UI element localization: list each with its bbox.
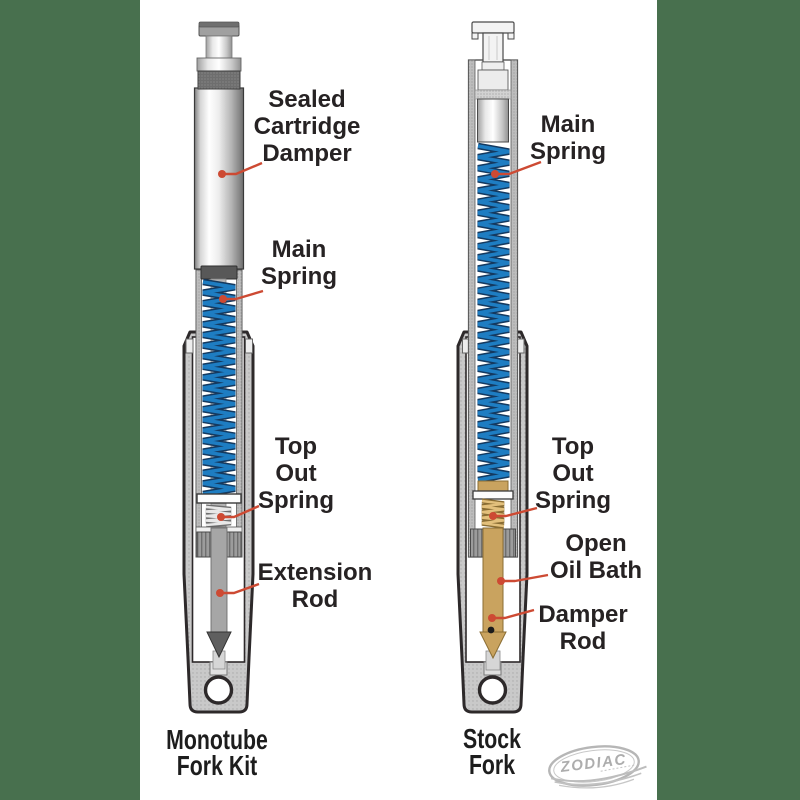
label-damper-rod: Damper Rod: [538, 601, 628, 655]
right-inner-cap-step: [481, 61, 505, 71]
left-spring-plate: [196, 493, 242, 504]
leader-dot: [218, 170, 226, 178]
caption-stock-fork: Stock Fork: [463, 723, 521, 780]
left-tube-wall: [195, 269, 202, 558]
right-tan-washer: [477, 480, 509, 492]
left-axle-hole: [203, 675, 234, 705]
right-spring-spacer: [477, 98, 509, 143]
leader-extension-rod: [220, 582, 260, 595]
leader-damper-rod: [492, 608, 535, 620]
leader-lines: [216, 160, 549, 622]
logo-swoosh: [558, 778, 635, 789]
left-cap-knurl-band: [197, 70, 241, 90]
right-axle-hole: [477, 675, 508, 705]
right-cap-stem: [482, 32, 504, 63]
left-seal-block: [196, 531, 212, 558]
leader-right-main-spring: [495, 160, 542, 176]
leader-dot: [489, 512, 497, 520]
right-tube-wall: [510, 59, 518, 558]
label-right-main-spring: Main Spring: [530, 111, 606, 165]
logo-inner-ellipse: [553, 749, 635, 783]
left-rod-cone-tip: [206, 631, 232, 659]
right-rod-guide-block: [470, 528, 484, 558]
right-inner-cap: [477, 69, 509, 91]
left-main-spring: [202, 278, 236, 498]
leader-open-oil-bath: [501, 573, 549, 583]
left-damper-bottom-cap: [200, 265, 238, 280]
right-main-spring: [477, 142, 510, 484]
right-spring-plate: [472, 490, 514, 500]
label-extension-rod: Extension Rod: [257, 559, 373, 613]
left-leg-clip: [185, 338, 194, 354]
left-fork: [182, 21, 255, 714]
label-left-main-spring: Main Spring: [261, 236, 337, 290]
logo-outer-ellipse: [548, 745, 640, 787]
right-fork: [456, 21, 529, 714]
leader-dot: [491, 170, 499, 178]
left-cap-collar: [196, 57, 242, 72]
leader-dot: [217, 513, 225, 521]
label-right-top-out-spring: Top Out Spring: [535, 433, 611, 514]
label-sealed-cartridge-damper: Sealed Cartridge Damper: [253, 86, 361, 167]
leader-left-top-out-spring: [221, 504, 260, 519]
right-cap-flange: [471, 21, 515, 34]
logo-swoosh: [550, 765, 647, 783]
leader-dot: [219, 295, 227, 303]
left-seal-block: [226, 531, 242, 558]
label-open-oil-bath: Open Oil Bath: [549, 530, 643, 584]
right-thread-band: [474, 89, 512, 100]
leader-sealed-cartridge-damper: [222, 161, 263, 176]
right-green-matte: [657, 0, 800, 800]
leader-right-top-out-spring: [493, 506, 538, 518]
leader-dot: [497, 577, 505, 585]
left-top-out-spring: [205, 504, 232, 528]
caption-monotube-fork-kit: Monotube Fork Kit: [166, 724, 268, 781]
right-tube-wall: [468, 59, 476, 558]
left-cap-flange-top: [198, 21, 240, 28]
left-leg-clip: [245, 338, 253, 354]
left-cap-neck: [205, 35, 233, 61]
logo-swoosh: [554, 772, 642, 786]
leader-dot: [216, 589, 224, 597]
right-damper-rod-hole: [487, 626, 495, 634]
label-left-top-out-spring: Top Out Spring: [258, 433, 334, 514]
leader-left-main-spring: [223, 289, 264, 301]
zodiac-logo: ZODIAC: [548, 745, 647, 789]
leader-dot: [488, 614, 496, 622]
right-cap-tab: [471, 32, 479, 40]
left-cartridge-damper-body: [193, 87, 245, 270]
right-cap-tab: [507, 32, 515, 40]
logo-dashes: [600, 764, 635, 772]
left-extension-rod: [210, 527, 228, 634]
left-green-matte: [0, 0, 140, 800]
logo-text: ZODIAC: [559, 751, 628, 776]
right-rod-guide-block: [502, 528, 516, 558]
